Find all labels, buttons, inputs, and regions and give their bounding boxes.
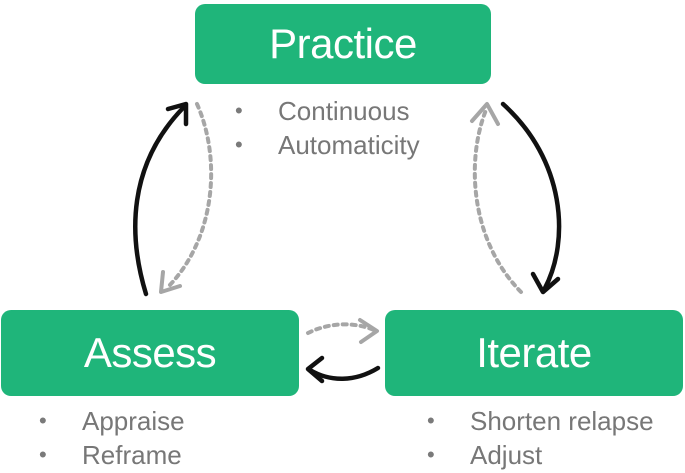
assess-label: Assess [83,329,217,376]
practice-node: Practice [195,4,491,84]
bullet-item: • Automaticity [232,128,420,162]
bullet-item: • Appraise [36,404,185,438]
bullet-text: Continuous [278,96,410,126]
bullet-text: Adjust [470,440,543,470]
assess-node: Assess [1,310,299,396]
iterate-bullet-list: • Shorten relapse • Adjust [424,404,654,472]
bullet-item: • Adjust [424,438,654,472]
arrow-assess-to-practice [133,101,189,297]
arrow-practice-to-iterate [500,101,562,295]
bullet-dot-icon: • [39,442,47,467]
practice-label: Practice [269,20,417,67]
arrow-iterate-to-practice [470,102,523,294]
bullet-dot-icon: • [427,442,435,467]
bullet-dot-icon: • [235,132,243,157]
bullet-item: • Continuous [232,94,420,128]
bullet-text: Automaticity [278,130,420,160]
iterate-label: Iterate [476,329,592,376]
assess-bullet-list: • Appraise • Reframe [36,404,185,472]
bullet-item: • Shorten relapse [424,404,654,438]
bullet-dot-icon: • [39,408,47,433]
arrow-assess-to-iterate [306,318,379,344]
bullet-text: Appraise [82,406,185,436]
practice-bullet-list: • Continuous • Automaticity [232,94,420,162]
arrow-iterate-to-assess [305,355,381,384]
bullet-text: Shorten relapse [470,406,654,436]
bullet-item: • Reframe [36,438,185,472]
bullet-dot-icon: • [427,408,435,433]
bullet-dot-icon: • [235,98,243,123]
bullet-text: Reframe [82,440,182,470]
arrow-practice-to-assess [159,102,214,294]
iterate-node: Iterate [385,310,683,396]
